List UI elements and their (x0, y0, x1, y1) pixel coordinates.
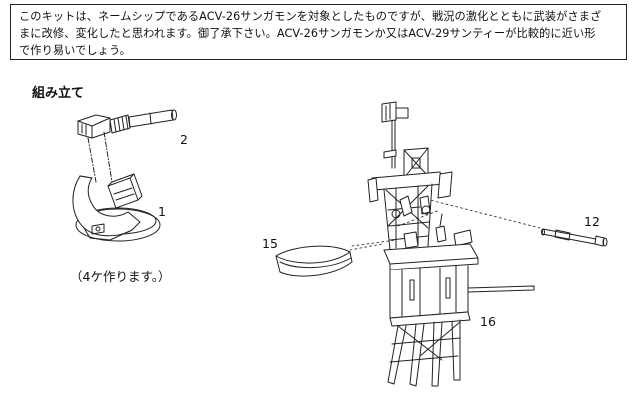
assembly-heading: 組み立て (32, 86, 85, 101)
part-label-15: 15 (262, 236, 278, 251)
notice-line-1: このキットは、ネームシップであるACV-26サンガモンを対象としたものですが、戦… (19, 10, 602, 23)
notice-line-2: まに改修、変化したと思われます。御了承下さい。ACV-26サンガモンか又はACV… (19, 27, 596, 40)
quantity-caption: （4ケ作ります。） (70, 269, 171, 284)
notice-line-3: で作り易いでしょう。 (19, 44, 131, 57)
part-label-2: 2 (180, 132, 188, 147)
part-15-shield-drawing (276, 244, 382, 276)
part-2-gun-drawing (78, 110, 177, 182)
part-label-12: 12 (584, 214, 600, 229)
part-label-1: 1 (158, 204, 166, 219)
part-1-mount-drawing (73, 174, 160, 241)
part-label-16: 16 (480, 314, 496, 329)
part-12-barrel-drawing (430, 200, 607, 246)
part-16-island-drawing (352, 102, 534, 386)
notice-box: このキットは、ネームシップであるACV-26サンガモンを対象としたものですが、戦… (10, 4, 627, 60)
